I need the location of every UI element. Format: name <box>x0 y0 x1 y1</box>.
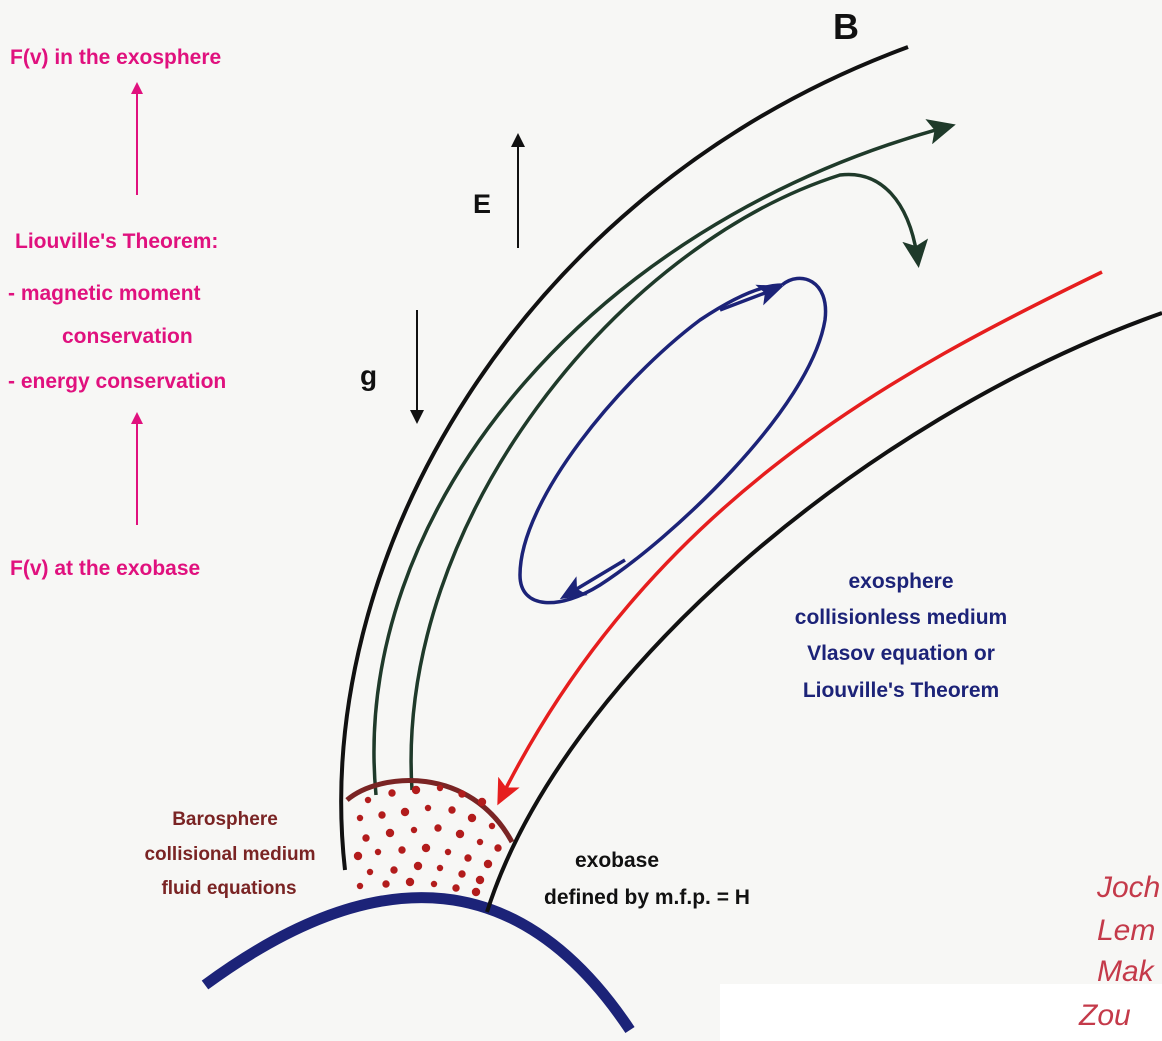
barosphere-particle <box>401 808 409 816</box>
barosphere-particle <box>362 834 369 841</box>
magnetic-moment-item-continued: conservation <box>62 325 193 348</box>
magnetic-field-label: B <box>833 6 859 47</box>
liouville-theorem-label: Liouville's Theorem <box>803 679 999 702</box>
electric-field-label: E <box>473 189 491 219</box>
barosphere-particle <box>357 815 363 821</box>
barosphere-particle <box>431 881 437 887</box>
barosphere-particle <box>357 883 363 889</box>
exosphere-title: exosphere <box>848 570 953 593</box>
author-line-2: Lem <box>1097 914 1155 947</box>
barosphere-particle <box>445 849 451 855</box>
author-line-4: Zou <box>1078 999 1131 1032</box>
barosphere-particle <box>477 839 483 845</box>
barosphere-particle <box>378 811 385 818</box>
barosphere-particle <box>458 790 465 797</box>
barosphere-particle <box>422 844 430 852</box>
barosphere-particle <box>478 798 486 806</box>
barosphere-particles <box>354 785 502 896</box>
barosphere-particle <box>468 814 476 822</box>
exobase-definition-label: defined by m.f.p. = H <box>544 886 750 909</box>
barosphere-particle <box>367 869 373 875</box>
gravity-label: g <box>360 360 377 391</box>
barosphere-particle <box>458 870 465 877</box>
barosphere-particle <box>386 829 394 837</box>
collisional-medium-label: collisional medium <box>144 844 315 865</box>
exobase-title: exobase <box>575 849 659 872</box>
barosphere-particle <box>375 849 381 855</box>
author-line-3: Mak <box>1097 955 1156 988</box>
barosphere-particle <box>464 854 471 861</box>
barosphere-particle <box>434 824 441 831</box>
exosphere-distribution-label: F(v) in the exosphere <box>10 46 221 69</box>
vlasov-equation-label: Vlasov equation or <box>807 642 995 665</box>
liouville-theorem-heading: Liouville's Theorem: <box>15 230 218 253</box>
barosphere-particle <box>476 876 484 884</box>
barosphere-particle <box>365 797 371 803</box>
barosphere-particle <box>494 844 501 851</box>
barosphere-particle <box>437 785 443 791</box>
barosphere-boundary <box>347 780 512 842</box>
barosphere-particle <box>412 786 420 794</box>
barosphere-particle <box>354 852 362 860</box>
barosphere-particle <box>425 805 431 811</box>
barosphere-title: Barosphere <box>172 809 278 830</box>
barosphere-particle <box>406 878 414 886</box>
barosphere-particle <box>452 884 459 891</box>
barosphere-particle <box>472 888 480 896</box>
barosphere-particle <box>437 865 443 871</box>
planet-surface <box>205 898 630 1030</box>
fluid-equations-label: fluid equations <box>161 878 296 899</box>
collisionless-medium-label: collisionless medium <box>795 606 1007 629</box>
author-line-1: Joch <box>1096 871 1160 904</box>
energy-conservation-item: - energy conservation <box>8 370 226 393</box>
barosphere-particle <box>398 846 405 853</box>
barosphere-particle <box>456 830 464 838</box>
barosphere-particle <box>484 860 492 868</box>
barosphere-particle <box>382 880 389 887</box>
barosphere-particle <box>489 823 495 829</box>
barosphere-particle <box>388 789 395 796</box>
barosphere-particle <box>414 862 422 870</box>
barosphere-particle <box>411 827 417 833</box>
exobase-distribution-label: F(v) at the exobase <box>10 557 200 580</box>
magnetic-moment-item: - magnetic moment <box>8 282 201 305</box>
barosphere-particle <box>448 806 455 813</box>
trapped-particle-loop <box>520 278 826 602</box>
trapped-loop-arrow-down <box>565 560 625 596</box>
barosphere-particle <box>390 866 397 873</box>
